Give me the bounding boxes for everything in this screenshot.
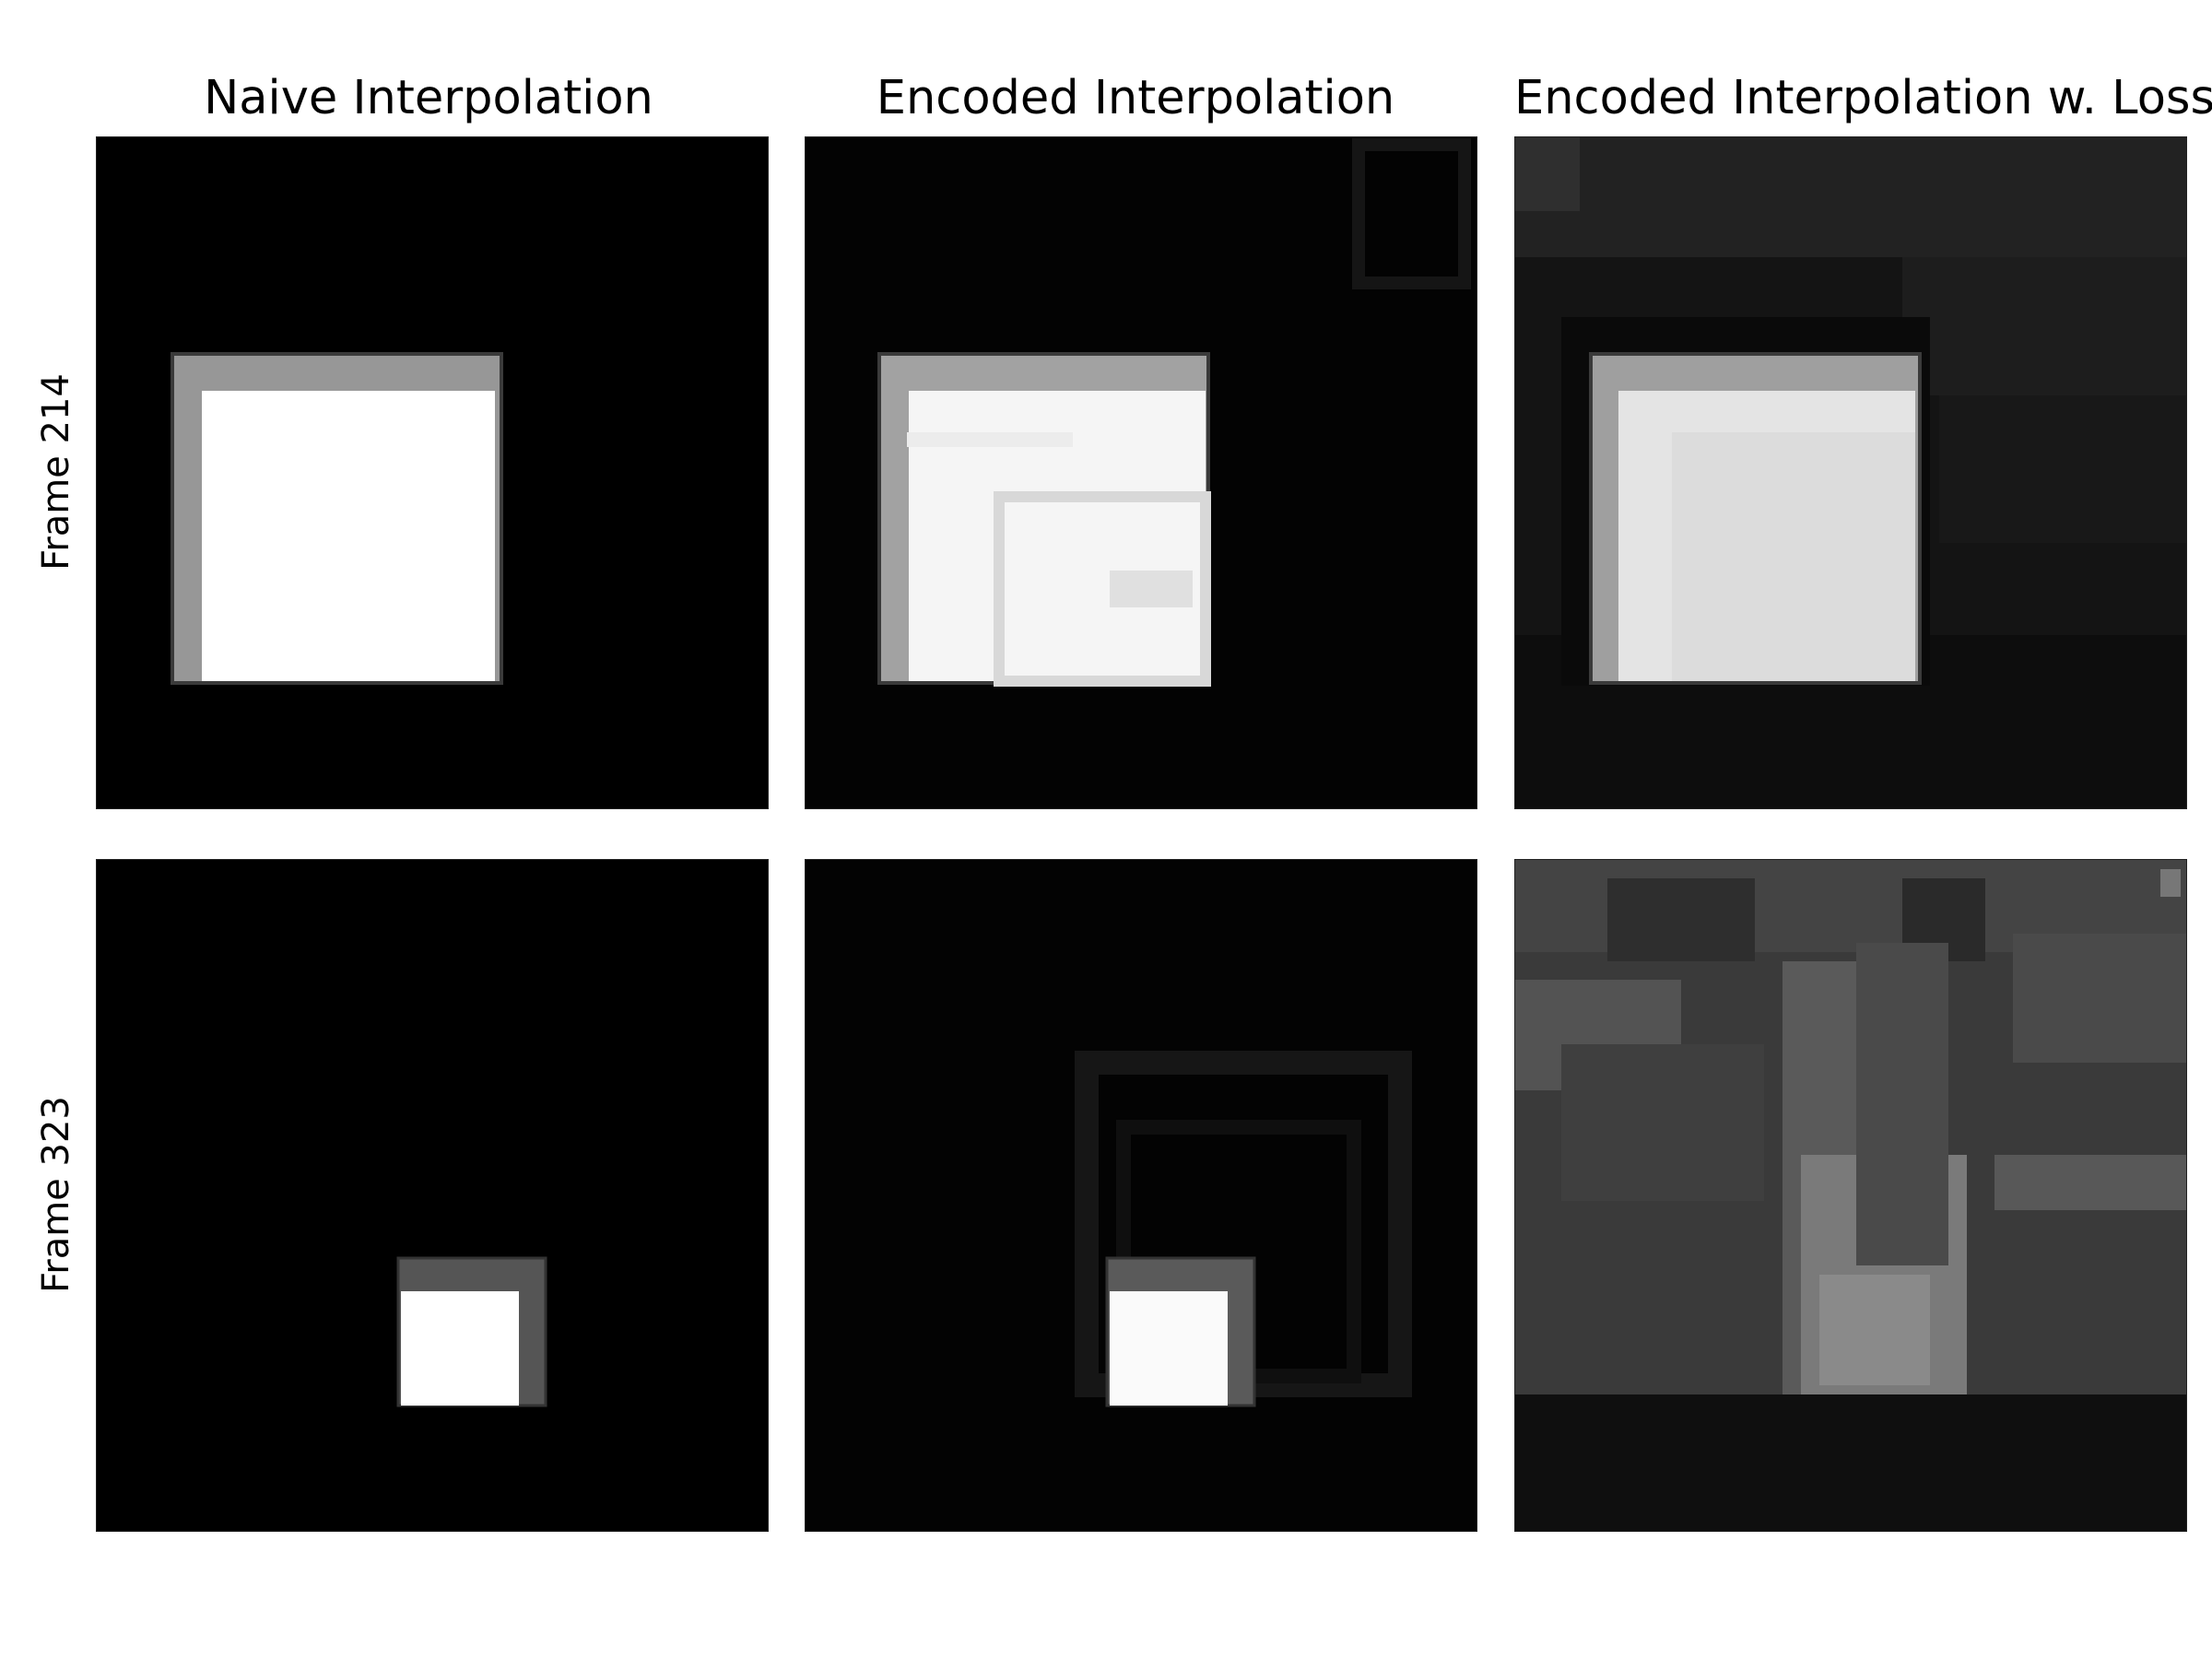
image-naive-frame-214 [96, 136, 769, 809]
image-naive-frame-323 [96, 859, 769, 1532]
column-title-encoded: Encoded Interpolation [876, 71, 1395, 125]
row-label-frame-214: Frame 214 [15, 136, 98, 807]
image-encoded-loss-frame-323 [1514, 859, 2187, 1532]
image-encoded-frame-214 [805, 136, 1477, 809]
row-label-text: Frame 323 [35, 1096, 78, 1293]
image-encoded-loss-frame-214 [1514, 136, 2187, 809]
row-label-text: Frame 214 [35, 373, 78, 571]
column-title-encoded-loss: Encoded Interpolation w. Loss [1514, 71, 2212, 125]
image-encoded-frame-323 [805, 859, 1477, 1532]
row-label-frame-323: Frame 323 [15, 859, 98, 1530]
column-title-naive: Naive Interpolation [204, 71, 653, 125]
